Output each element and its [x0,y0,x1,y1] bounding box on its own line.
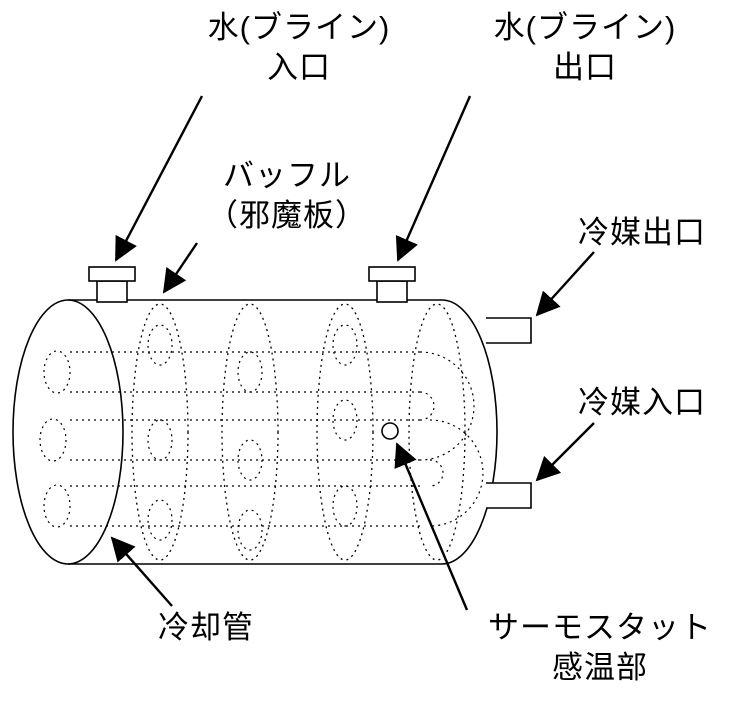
label-water-inlet-line1: 水(ブライン) [207,10,391,45]
label-thermostat: サーモスタット 感温部 [470,608,730,688]
internal-plates [131,303,466,561]
tube-ubend2-outer [429,419,484,527]
label-water-outlet-line1: 水(ブライン) [493,10,677,45]
label-refrigerant-outlet-text: 冷媒出口 [578,215,706,250]
tube-end-left-1 [43,350,71,394]
tube-cross-b2-1 [237,351,263,393]
label-refrigerant-inlet-text: 冷媒入口 [578,385,706,420]
vessel-shell [12,299,498,565]
tube-ubend1-outer [419,351,475,461]
tube-cross-b1-2 [147,419,173,461]
tube-cross-b2-2 [237,439,263,481]
water-inlet-nozzle [88,266,136,303]
label-refrigerant-outlet: 冷媒出口 [578,213,706,253]
pointer-arrows [110,95,595,611]
refrigerant-inlet-pipe [486,482,532,509]
arrow-refrigerant-outlet [535,251,595,317]
water-inlet-nozzle-pipe [96,280,128,303]
baffle-plate-3 [316,303,374,561]
water-outlet-nozzle-pipe [376,280,408,303]
label-baffle: バッフル （邪魔板） [172,156,402,236]
tube-cross-b1-3 [147,499,173,541]
tube-end-left-2 [39,418,67,462]
label-cooling-tube-text: 冷却管 [158,610,254,645]
arrow-baffle [162,242,198,294]
label-refrigerant-inlet: 冷媒入口 [578,383,706,423]
label-cooling-tube: 冷却管 [158,608,254,648]
shell-right-end [441,299,498,565]
baffle-plate-2 [221,303,279,561]
shell-left-end [12,299,124,565]
tube-cross-b3-1 [332,324,358,366]
arrow-cooling-tube [110,536,173,607]
water-inlet-nozzle-flange [88,266,136,282]
label-baffle-line1: バッフル [223,158,351,193]
thermostat-sensor [381,422,399,440]
cooling-tubes [39,324,484,551]
arrow-thermostat [394,442,469,611]
arrow-refrigerant-inlet [535,422,595,482]
label-baffle-line2: （邪魔板） [207,198,367,233]
tube-sheet-right [408,303,466,561]
baffle-plate-1 [131,303,189,561]
tube-cross-b3-3 [332,485,358,527]
arrow-water-inlet [114,95,204,262]
label-thermostat-line2: 感温部 [552,650,648,685]
tube-end-left-3 [43,484,71,528]
label-water-inlet: 水(ブライン) 入口 [169,8,429,88]
tube-cross-b3-2 [332,399,358,441]
refrigerant-outlet-pipe [486,317,532,344]
label-thermostat-line1: サーモスタット [488,610,712,645]
tube-ubend2-inner [429,459,444,487]
arrow-water-outlet [395,95,472,262]
water-outlet-nozzle-flange [368,266,416,282]
label-water-outlet-line2: 出口 [553,50,617,85]
tube-cross-b1-1 [147,324,173,366]
label-water-outlet: 水(ブライン) 出口 [455,8,715,88]
tube-ubend1-inner [419,391,435,421]
water-outlet-nozzle [368,266,416,303]
label-water-inlet-line2: 入口 [267,50,331,85]
tube-cross-b2-3 [237,509,263,551]
